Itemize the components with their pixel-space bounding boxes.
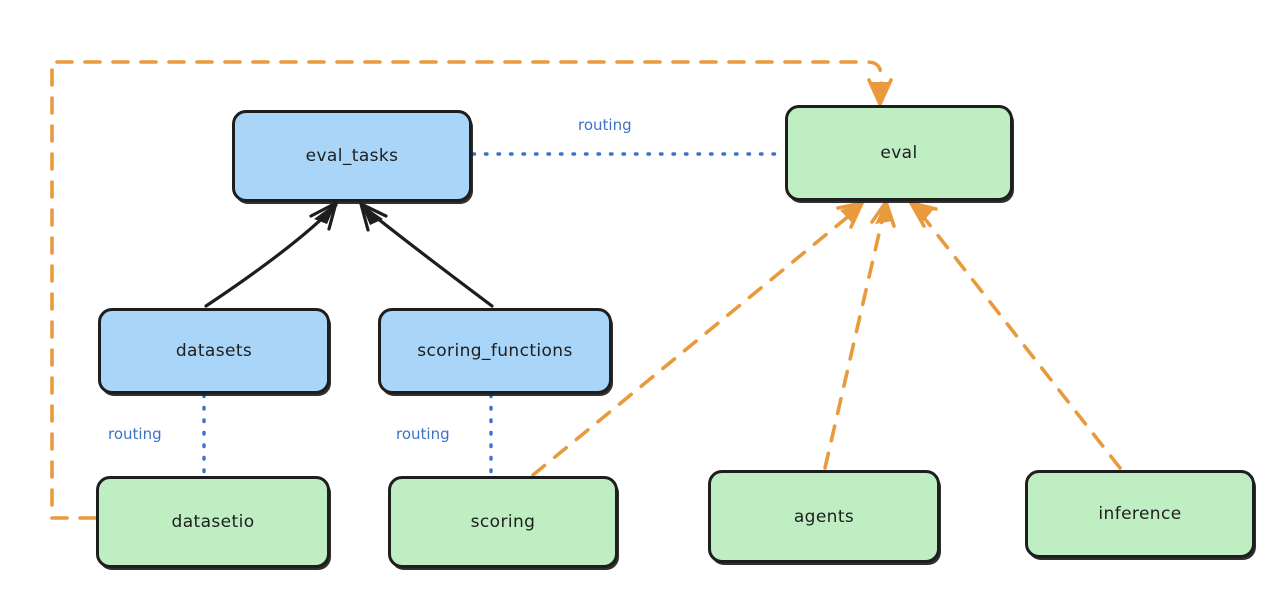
- edge-label-routing-datasets: routing: [108, 425, 162, 443]
- edge-datasets-to-eval-tasks: [204, 201, 338, 308]
- node-label-agents: agents: [793, 506, 855, 527]
- node-label-eval-tasks: eval_tasks: [305, 146, 399, 166]
- edge-label-routing-scoring-functions: routing: [396, 425, 450, 443]
- edge-label-routing-eval-tasks: routing: [578, 116, 632, 134]
- node-agents[interactable]: agents: [708, 470, 940, 563]
- node-label-eval: eval: [880, 143, 918, 163]
- node-label-inference: inference: [1098, 504, 1182, 524]
- node-inference[interactable]: inference: [1025, 470, 1255, 558]
- edge-agents-to-eval: [823, 200, 896, 470]
- node-scoring[interactable]: scoring: [388, 476, 618, 568]
- node-eval-tasks[interactable]: eval_tasks: [232, 110, 472, 202]
- edge-scoring-functions-to-eval-tasks: [359, 202, 494, 308]
- node-label-scoring-functions: scoring_functions: [417, 341, 573, 361]
- node-eval[interactable]: eval: [785, 105, 1013, 201]
- edge-inference-to-eval: [909, 201, 1122, 470]
- node-label-datasetio: datasetio: [171, 512, 255, 532]
- node-scoring-functions[interactable]: scoring_functions: [378, 308, 612, 394]
- node-label-datasets: datasets: [175, 341, 253, 361]
- node-datasets[interactable]: datasets: [98, 308, 330, 394]
- node-datasetio[interactable]: datasetio: [96, 476, 330, 568]
- node-label-scoring: scoring: [470, 512, 536, 532]
